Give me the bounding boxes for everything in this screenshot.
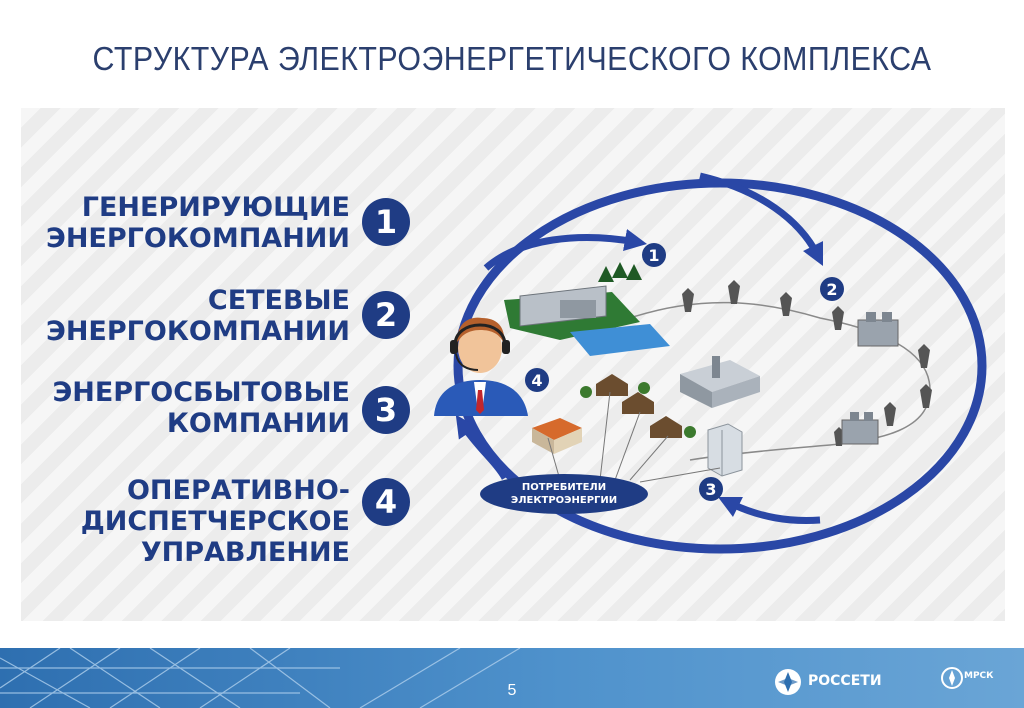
footer-bar <box>0 648 1024 708</box>
marker-label: 2 <box>826 280 837 299</box>
brand-name-secondary: МРСК <box>964 671 994 681</box>
arrow-to-generation <box>483 229 648 271</box>
factory <box>680 356 760 408</box>
arrow-to-sales <box>717 496 821 524</box>
marker-label: 4 <box>531 371 542 390</box>
number-circle-1: 1 <box>362 198 410 246</box>
marker-label: 3 <box>705 480 716 499</box>
list-item-sales: ЭНЕРГОСБЫТОВЫЕ КОМПАНИИ <box>52 377 350 439</box>
substation-lower <box>841 412 879 445</box>
list-item-text: УПРАВЛЕНИЕ <box>140 537 350 568</box>
list-item-text: ЭНЕРГОСБЫТОВЫЕ <box>52 377 350 408</box>
consumers-label-line: ЭЛЕКТРОЭНЕРГИИ <box>511 495 617 506</box>
brand-name: РОССЕТИ <box>808 673 882 689</box>
consumer-wires <box>547 391 721 483</box>
list-item-text: СЕТЕВЫЕ <box>207 285 350 316</box>
number-circle-3: 3 <box>362 386 410 434</box>
list-item-text: ГЕНЕРИРУЮЩИЕ <box>81 192 350 223</box>
page-number: 5 <box>507 682 517 699</box>
marker-1: 1 <box>642 243 666 267</box>
marker-4: 4 <box>525 368 549 392</box>
rosseti-logo-icon <box>775 669 801 695</box>
list-item-dispatch: ОПЕРАТИВНО- ДИСПЕТЧЕРСКОЕ УПРАВЛЕНИЕ <box>81 475 350 568</box>
list-item-text: ДИСПЕТЧЕРСКОЕ <box>80 506 350 537</box>
number-circle-4: 4 <box>362 478 410 526</box>
number-circle-2: 2 <box>362 291 410 339</box>
list-item-generating: ГЕНЕРИРУЮЩИЕ ЭНЕРГОКОМПАНИИ <box>46 192 350 254</box>
marker-label: 1 <box>648 246 659 265</box>
marker-3: 3 <box>699 477 723 501</box>
arrow-to-dispatcher <box>455 414 509 480</box>
mrsk-logo-icon <box>941 667 963 689</box>
houses <box>580 374 696 438</box>
dispatcher-person-icon <box>434 317 528 416</box>
office-tower <box>707 423 743 477</box>
list-item-text: КОМПАНИИ <box>166 408 350 439</box>
shop-building <box>532 418 582 454</box>
content-panel <box>21 108 1005 621</box>
substation-upper <box>857 312 899 347</box>
arrow-to-network <box>699 172 824 267</box>
list-item-network: СЕТЕВЫЕ ЭНЕРГОКОМПАНИИ <box>46 285 350 347</box>
pylons <box>682 280 932 446</box>
list-item-text: ОПЕРАТИВНО- <box>126 475 350 506</box>
list-item-text: ЭНЕРГОКОМПАНИИ <box>46 223 350 254</box>
hydro-power-plant <box>504 262 670 356</box>
marker-2: 2 <box>820 277 844 301</box>
list-item-text: ЭНЕРГОКОМПАНИИ <box>46 316 350 347</box>
consumers-label: ПОТРЕБИТЕЛИ ЭЛЕКТРОЭНЕРГИИ <box>480 474 648 514</box>
power-line <box>629 301 931 461</box>
consumers-label-line: ПОТРЕБИТЕЛИ <box>522 482 606 493</box>
page-title: СТРУКТУРА ЭЛЕКТРОЭНЕРГЕТИЧЕСКОГО КОМПЛЕК… <box>92 40 932 77</box>
footer-lattice <box>0 648 521 708</box>
